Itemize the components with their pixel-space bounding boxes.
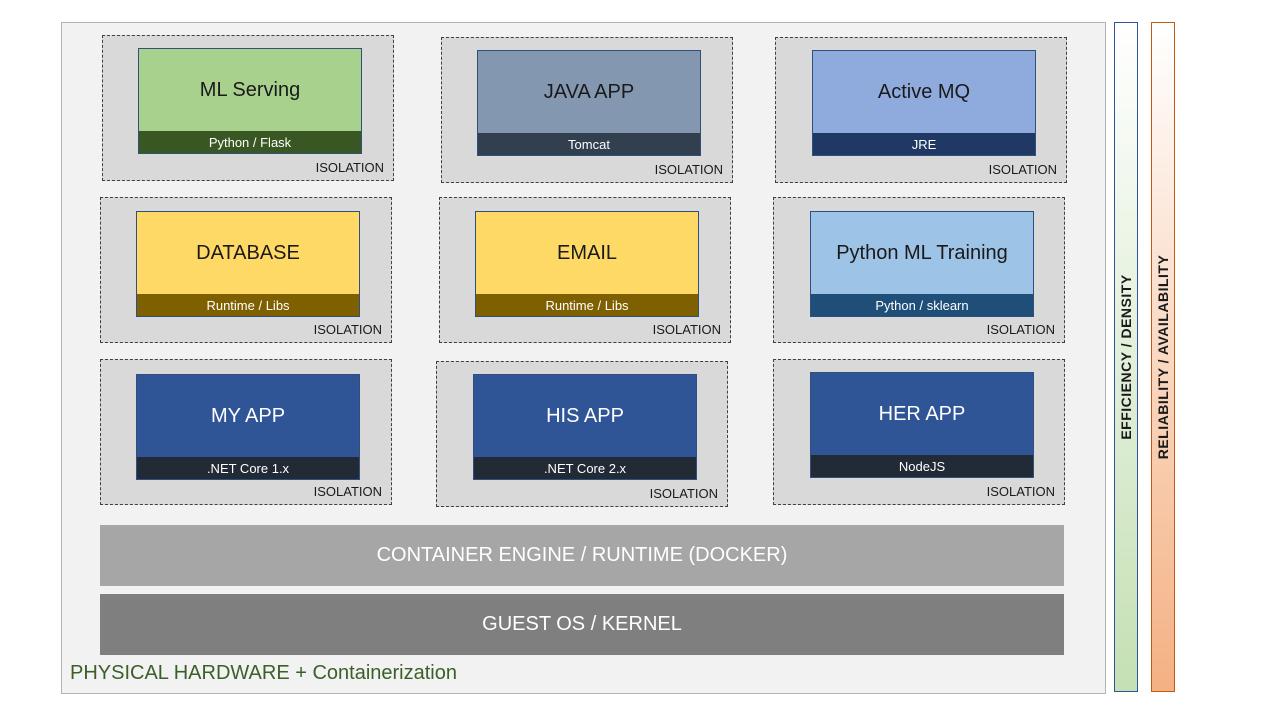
app-runtime: Tomcat <box>478 133 700 155</box>
isolation-label: ISOLATION <box>988 162 1057 177</box>
physical-hardware-label: PHYSICAL HARDWARE + Containerization <box>70 662 457 684</box>
app-card-my-app: MY APP .NET Core 1.x <box>136 374 360 480</box>
app-runtime: NodeJS <box>811 455 1033 477</box>
container-engine-bar: CONTAINER ENGINE / RUNTIME (DOCKER) <box>100 525 1064 586</box>
app-runtime: .NET Core 2.x <box>474 457 696 479</box>
app-title: Python ML Training <box>836 241 1008 264</box>
isolation-label: ISOLATION <box>986 322 1055 337</box>
app-runtime: Python / Flask <box>139 131 361 153</box>
app-runtime: .NET Core 1.x <box>137 457 359 479</box>
isolation-label: ISOLATION <box>652 322 721 337</box>
app-runtime: JRE <box>813 133 1035 155</box>
app-title: ML Serving <box>199 78 301 101</box>
isolation-label: ISOLATION <box>313 484 382 499</box>
app-card-python-ml-training: Python ML Training Python / sklearn <box>810 211 1034 317</box>
efficiency-density-bar: EFFICIENCY / DENSITY <box>1114 22 1138 692</box>
app-card-database: DATABASE Runtime / Libs <box>136 211 360 317</box>
app-title: HIS APP <box>546 404 624 427</box>
app-title: EMAIL <box>556 241 618 264</box>
app-runtime: Runtime / Libs <box>476 294 698 316</box>
app-card-java-app: JAVA APP Tomcat <box>477 50 701 156</box>
isolation-label: ISOLATION <box>986 484 1055 499</box>
app-card-ml-serving: ML Serving Python / Flask <box>138 48 362 154</box>
app-card-active-mq: Active MQ JRE <box>812 50 1036 156</box>
efficiency-density-label: EFFICIENCY / DENSITY <box>1118 274 1134 440</box>
app-card-email: EMAIL Runtime / Libs <box>475 211 699 317</box>
app-title: MY APP <box>210 404 286 427</box>
app-runtime: Runtime / Libs <box>137 294 359 316</box>
app-runtime: Python / sklearn <box>811 294 1033 316</box>
app-title: DATABASE <box>196 241 300 264</box>
isolation-label: ISOLATION <box>315 160 384 175</box>
app-title: JAVA APP <box>543 80 635 103</box>
app-card-her-app: HER APP NodeJS <box>810 372 1034 478</box>
app-card-his-app: HIS APP .NET Core 2.x <box>473 374 697 480</box>
reliability-availability-label: RELIABILITY / AVAILABILITY <box>1155 254 1171 460</box>
app-title: Active MQ <box>877 80 971 103</box>
isolation-label: ISOLATION <box>313 322 382 337</box>
guest-os-bar: GUEST OS / KERNEL <box>100 594 1064 655</box>
isolation-label: ISOLATION <box>654 162 723 177</box>
app-title: HER APP <box>878 402 966 425</box>
reliability-availability-bar: RELIABILITY / AVAILABILITY <box>1151 22 1175 692</box>
isolation-label: ISOLATION <box>649 486 718 501</box>
